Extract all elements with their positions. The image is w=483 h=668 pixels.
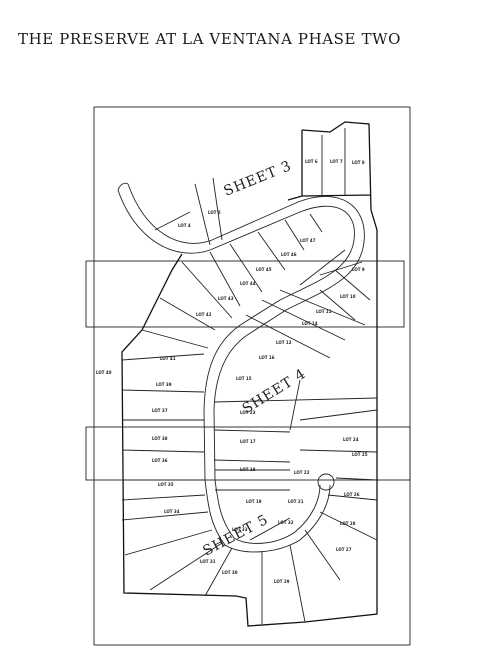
lot-label: LOT 32	[278, 520, 294, 525]
lot-lines-middle	[121, 289, 378, 481]
lot-label: LOT 40	[96, 370, 112, 375]
lot-label: LOT 30	[222, 570, 238, 575]
lot-label: LOT 10	[340, 294, 356, 299]
lot-label: LOT 27	[336, 547, 352, 552]
sheet-label-5: SHEET 5	[200, 512, 271, 560]
lot-label: LOT 16	[259, 355, 275, 360]
lot-label: LOT 24	[343, 437, 359, 442]
lot-label: LOT 46	[281, 252, 297, 257]
lot-label: LOT 28	[340, 521, 356, 526]
lot-label: LOT 8	[352, 160, 365, 165]
lot-label: LOT 45	[256, 267, 272, 272]
lot-label: LOT 19	[246, 499, 262, 504]
lot-label: LOT 31	[200, 559, 216, 564]
cul-de-sac	[317, 473, 335, 491]
lot-label: LOT 21	[288, 499, 304, 504]
sheet-label-3: SHEET 3	[222, 158, 295, 200]
lot-label: LOT 4	[178, 223, 191, 228]
road-upper-inner	[127, 183, 365, 544]
lot-label: LOT 7	[330, 159, 343, 164]
lot-label: LOT 26	[344, 492, 360, 497]
lot-label: LOT 41	[160, 356, 176, 361]
lot-label: LOT 35	[158, 482, 174, 487]
lot-label: LOT 17	[240, 439, 256, 444]
lot-label: LOT 25	[352, 452, 368, 457]
road-end-cap	[117, 182, 129, 191]
lot-label: LOT 39	[156, 382, 172, 387]
lot-label: LOT 43	[218, 296, 234, 301]
lot-label: LOT 36	[152, 458, 168, 463]
lot-lines-top	[321, 128, 346, 196]
lot-label: LOT 9	[352, 267, 365, 272]
lot-label: LOT 42	[196, 312, 212, 317]
lot-label: LOT 14	[302, 321, 318, 326]
lot-label: LOT 11	[316, 309, 332, 314]
lot-label: LOT 15	[236, 376, 252, 381]
lot-label: LOT 22	[294, 470, 310, 475]
lot-label: LOT 33	[232, 527, 248, 532]
sheet-band-upper	[85, 260, 405, 328]
lot-label: LOT 34	[164, 509, 180, 514]
page-title: THE PRESERVE AT LA VENTANA PHASE TWO	[18, 30, 401, 48]
plat-frame	[93, 106, 411, 646]
lot-label: LOT 44	[240, 281, 256, 286]
lot-label: LOT 18	[240, 467, 256, 472]
lot-label: LOT 6	[305, 159, 318, 164]
subdivision-boundary	[121, 121, 378, 627]
lot-label: LOT 37	[152, 408, 168, 413]
lot-label: LOT 23	[240, 410, 256, 415]
lot-lines-upper	[141, 177, 371, 349]
lot-label: LOT 38	[152, 436, 168, 441]
lot-label: LOT 29	[274, 579, 290, 584]
lot-label: LOT 47	[300, 238, 316, 243]
lot-lines-lower	[121, 469, 378, 624]
lot-label: LOT 12	[276, 340, 292, 345]
sheet-band-lower	[85, 426, 411, 481]
lot-label: LOT 5	[208, 210, 221, 215]
road-upper-outer	[117, 189, 355, 553]
